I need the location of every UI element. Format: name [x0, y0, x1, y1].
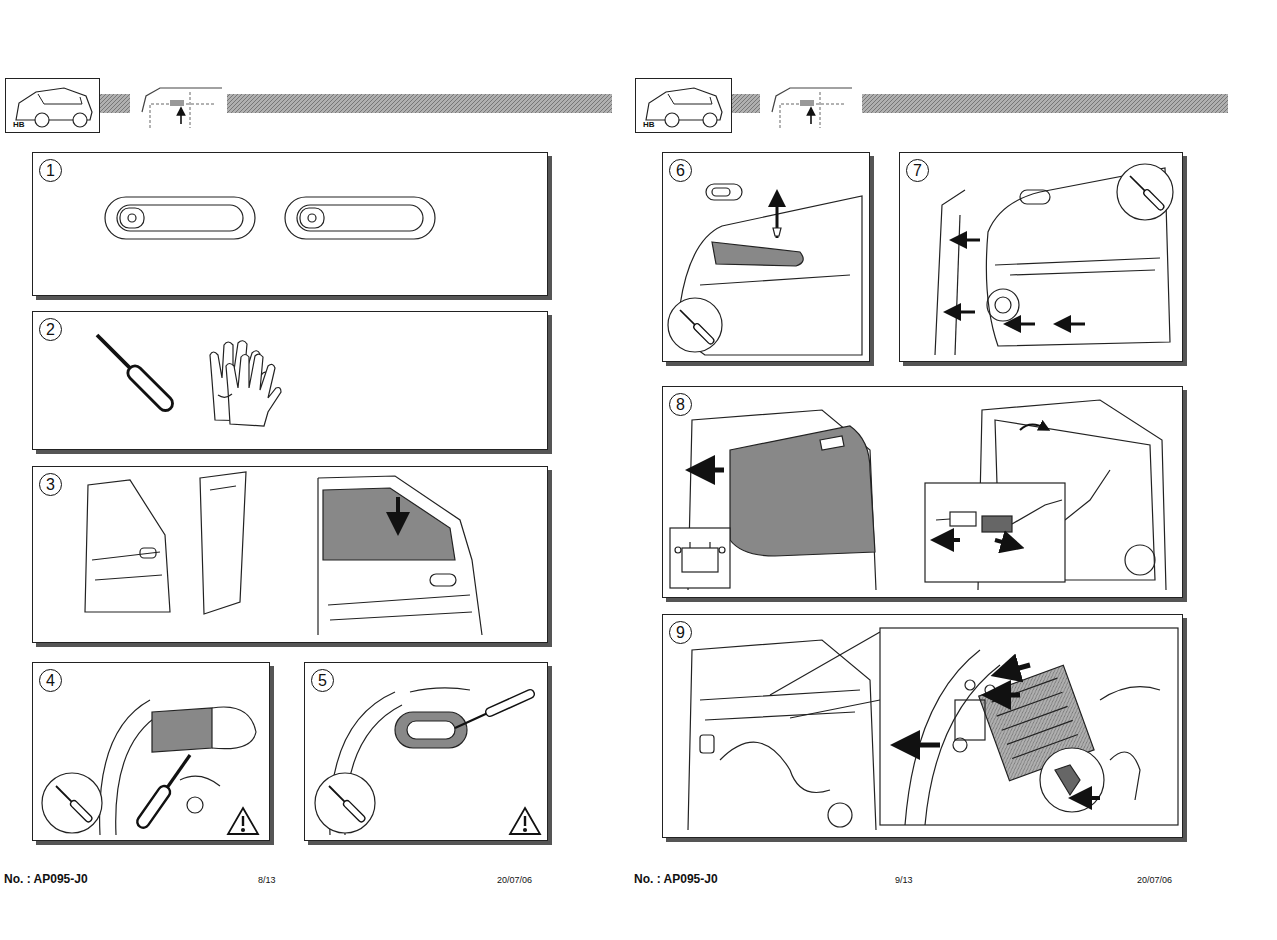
step-number: 9	[669, 621, 692, 644]
step-number: 6	[669, 159, 692, 182]
step-panel: 7	[899, 152, 1183, 362]
step-panel: 2	[32, 311, 548, 450]
page-footer-text: 9/13	[895, 876, 913, 886]
step-panel: 9	[662, 614, 1183, 838]
step-panel: 6	[662, 152, 870, 362]
step-panel: 1	[32, 152, 548, 296]
step-number: 3	[39, 473, 62, 496]
body-type-code: HB	[13, 121, 25, 129]
page-footer-text: 8/13	[258, 876, 276, 886]
step-panel: 3	[32, 466, 548, 643]
step-panel: 5	[304, 662, 548, 841]
step-number: 2	[39, 318, 62, 341]
step-number: 4	[39, 669, 62, 692]
body-type-code: HB	[643, 121, 655, 129]
step-number: 5	[311, 669, 334, 692]
step-panel: 8	[662, 386, 1183, 598]
car-icon-box: HB	[5, 78, 100, 133]
step-number: 7	[906, 159, 929, 182]
car-icon-box: HB	[635, 78, 732, 133]
page-footer-text: 20/07/06	[1137, 876, 1172, 886]
document-number: No. : AP095-J0	[4, 873, 88, 886]
page-footer-text: 20/07/06	[497, 876, 532, 886]
step-number: 8	[669, 393, 692, 416]
step-number: 1	[39, 159, 62, 182]
step-panel: 4	[32, 662, 270, 841]
document-number: No. : AP095-J0	[634, 873, 718, 886]
